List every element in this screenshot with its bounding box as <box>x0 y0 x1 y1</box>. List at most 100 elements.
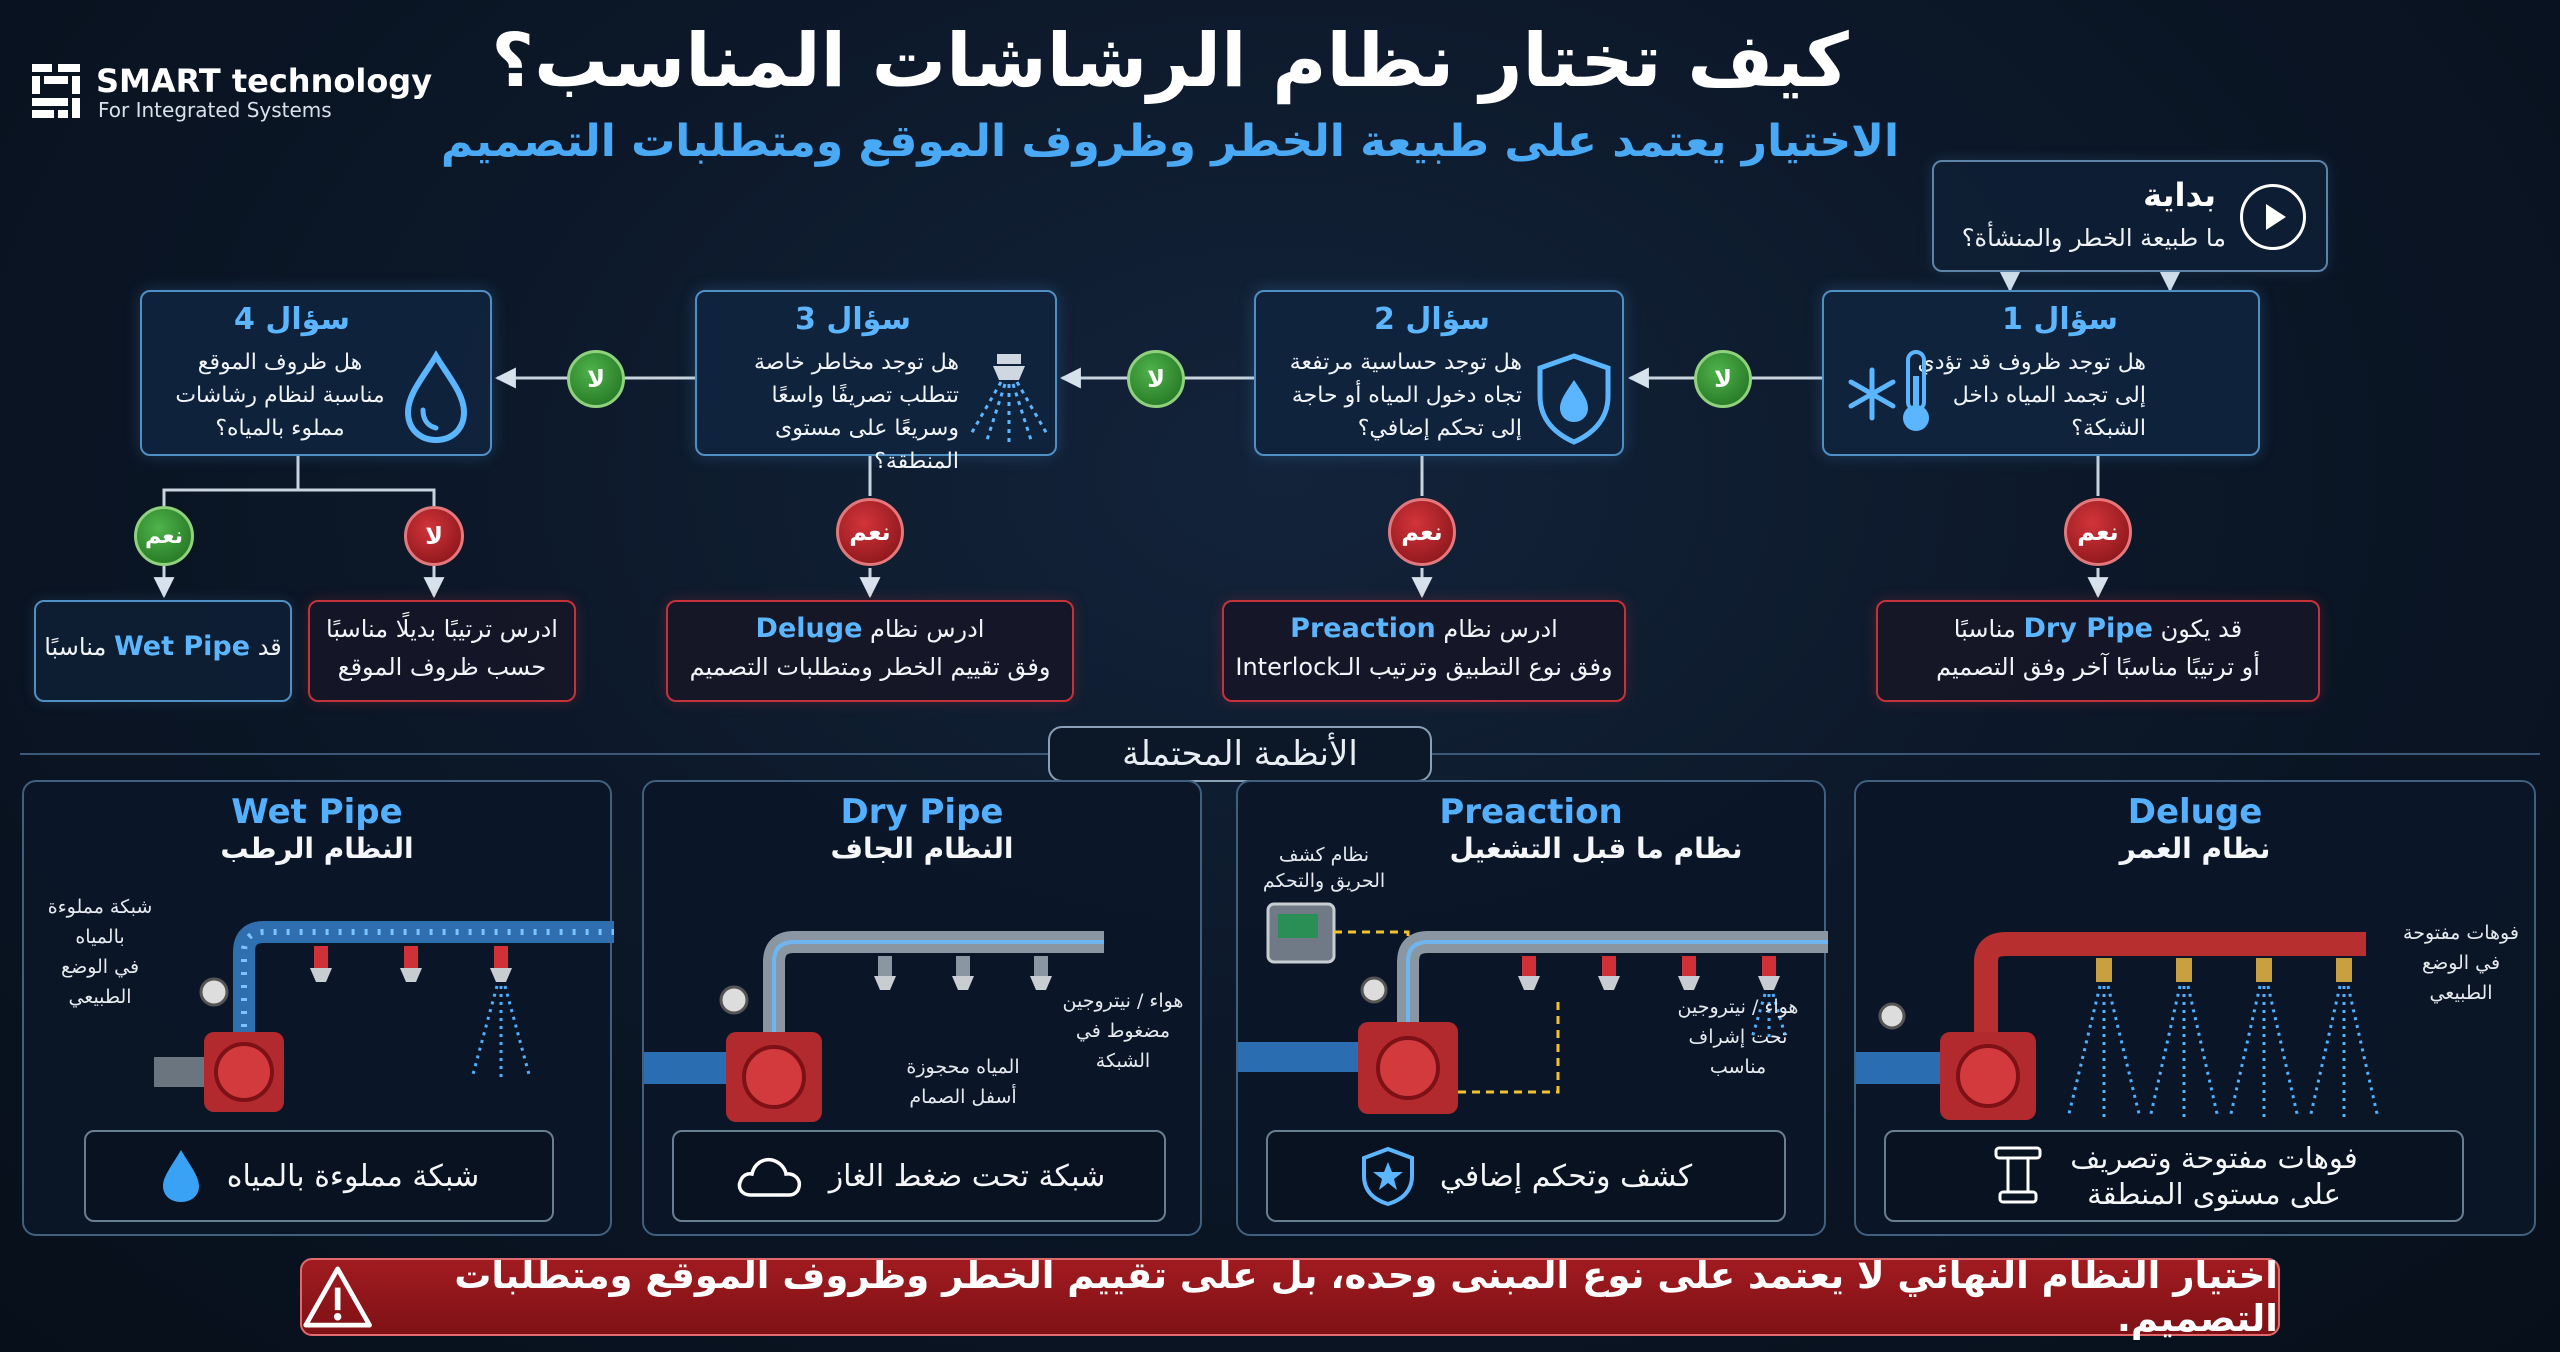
panel-preaction: Preaction نظام ما قبل التشغيل نظام كشف ا… <box>1236 780 1828 1236</box>
warning-banner: اختيار النظام النهائي لا يعتمد على نوع ا… <box>300 1254 2280 1340</box>
dry-note-water: المياه محجوزة أسفل الصمام <box>888 1052 1038 1112</box>
result-deluge-system: Deluge <box>755 613 863 644</box>
dry-subtitle: النظام الجاف <box>830 832 1014 865</box>
preaction-footer-text: كشف وتحكم إضافي <box>1439 1158 1693 1194</box>
dry-footer: شبكة تحت ضغط الغاز <box>672 1130 1166 1222</box>
shield-drop-icon <box>1532 350 1616 446</box>
wet-note-line-4: الطبيعي <box>68 986 132 1008</box>
wet-subtitle: النظام الرطب <box>220 832 414 865</box>
result-deluge: ادرس نظام Deluge وفق تقييم الخطر ومتطلبا… <box>666 600 1074 702</box>
question-2-text: هل توجد حساسية مرتفعة تجاه دخول المياه أ… <box>1289 350 1522 441</box>
no-badge-q1: لا <box>1694 350 1752 408</box>
result-deluge-pre: ادرس نظام <box>870 615 985 643</box>
no-badge-q3: لا <box>567 350 625 408</box>
question-2-box: سؤال 2 هل توجد حساسية مرتفعة تجاه دخول ا… <box>1254 290 1624 456</box>
result-preaction-system: Preaction <box>1290 613 1436 644</box>
result-dry-pre: قد يكون <box>2160 615 2243 643</box>
wet-note-line-1: شبكة مملوءة <box>47 896 153 918</box>
result-wet-system: Wet Pipe <box>113 631 251 662</box>
result-dry-system: Dry Pipe <box>2023 613 2153 644</box>
wet-title: Wet Pipe <box>231 792 403 832</box>
wet-footer-text: شبكة مملوءة بالمياه <box>226 1158 480 1194</box>
preaction-note-air-line-2: تحت إشراف <box>1688 1026 1788 1048</box>
snowflake-thermometer-icon <box>1840 340 1940 440</box>
deluge-note: فوهات مفتوحة في الوضع الطبيعي <box>2386 918 2536 1008</box>
question-1-box: سؤال 1 هل توجد ظروف قد تؤدي إلى تجمد الم… <box>1822 290 2260 456</box>
preaction-note-panel-line-1: نظام كشف <box>1278 844 1370 866</box>
dry-note-water-line-2: أسفل الصمام <box>909 1086 1017 1108</box>
result-alt-line1: ادرس ترتيبًا بديلًا مناسبًا <box>326 615 558 643</box>
brand-logo <box>32 64 80 120</box>
deluge-footer-line-2: على مستوى المنطقة <box>2087 1177 2341 1211</box>
preaction-title: Preaction <box>1439 792 1623 832</box>
wet-pipe-illustration <box>154 921 614 1112</box>
shield-star-icon <box>1361 1146 1414 1206</box>
deluge-note-line-1: فوهات مفتوحة <box>2403 922 2519 944</box>
no-badge-q4: لا <box>404 506 464 566</box>
page-subtitle: الاختيار يعتمد على طبيعة الخطر وظروف الم… <box>440 116 1900 167</box>
open-nozzle-icon <box>1994 1146 2042 1204</box>
dry-note-air-line-2: مضغوط في <box>1075 1020 1171 1042</box>
question-4-text: هل ظروف الموقع مناسبة لنظام رشاشات مملوء… <box>175 350 385 441</box>
result-alternative: ادرس ترتيبًا بديلًا مناسبًا حسب ظروف الم… <box>308 600 576 702</box>
panel-deluge: Deluge نظام الغمر فوهات مفتوحة في الوضع … <box>1854 780 2536 1236</box>
question-4-title: سؤال 4 <box>234 302 350 337</box>
no-badge-q2: لا <box>1127 350 1185 408</box>
sprinkler-spray-icon <box>967 350 1051 446</box>
result-preaction-line2: وفق نوع التطبيق وترتيب الـInterlock <box>1235 653 1613 681</box>
water-drop-icon <box>396 350 476 446</box>
dry-title: Dry Pipe <box>840 792 1004 832</box>
deluge-note-line-2: في الوضع <box>2421 952 2501 974</box>
result-wet-pre: قد <box>257 633 282 661</box>
dry-note-water-line-1: المياه محجوزة <box>906 1056 1020 1078</box>
result-preaction-pre: ادرس نظام <box>1443 615 1558 643</box>
brand-name: SMART technology <box>96 62 433 100</box>
water-drop-icon <box>162 1150 199 1202</box>
preaction-subtitle: نظام ما قبل التشغيل <box>1449 832 1743 865</box>
result-alt-line2: حسب ظروف الموقع <box>337 653 547 681</box>
wet-footer: شبكة مملوءة بالمياه <box>84 1130 554 1222</box>
preaction-note-panel-line-2: الحريق والتحكم <box>1262 870 1386 892</box>
brand-tagline: For Integrated Systems <box>98 98 332 122</box>
result-dry-line2: أو ترتيبًا مناسبًا آخر وفق التصميم <box>1936 653 2260 681</box>
dry-note-air-line-1: هواء / نيتروجين <box>1062 990 1184 1012</box>
deluge-illustration <box>1856 932 2380 1122</box>
deluge-footer-line-1: فوهات مفتوحة وتصريف <box>2070 1141 2358 1175</box>
dry-pipe-illustration <box>644 931 1104 1122</box>
dry-note-air: هواء / نيتروجين مضغوط في الشبكة <box>1048 986 1198 1076</box>
wet-note: شبكة مملوءة بالمياه في الوضع الطبيعي <box>30 892 170 1012</box>
result-wet-post: مناسبًا <box>44 633 107 661</box>
dry-footer-text: شبكة تحت ضغط الغاز <box>828 1158 1106 1194</box>
logo-mark-icon <box>32 64 80 118</box>
question-1-title: سؤال 1 <box>2002 302 2118 337</box>
result-dry-pipe: قد يكون Dry Pipe مناسبًا أو ترتيبًا مناس… <box>1876 600 2320 702</box>
start-title: بداية <box>2143 176 2216 214</box>
preaction-note-air: هواء / نيتروجين تحت إشراف مناسب <box>1658 992 1818 1082</box>
deluge-footer: فوهات مفتوحة وتصريف على مستوى المنطقة <box>1884 1130 2464 1222</box>
yes-badge-q1: نعم <box>2064 498 2132 566</box>
deluge-note-line-3: الطبيعي <box>2429 982 2493 1004</box>
preaction-note-panel: نظام كشف الحريق والتحكم <box>1254 842 1394 894</box>
result-preaction: ادرس نظام Preaction وفق نوع التطبيق وترت… <box>1222 600 1626 702</box>
yes-badge-q3: نعم <box>836 498 904 566</box>
preaction-illustration <box>1238 902 1828 1114</box>
warning-triangle-icon <box>303 1266 372 1328</box>
panel-dry-pipe: Dry Pipe النظام الجاف هواء / نيتروجين مض… <box>642 780 1202 1236</box>
panel-wet-pipe: Wet Pipe النظام الرطب شبكة مملوءة بالميا… <box>22 780 614 1236</box>
yes-badge-q4: نعم <box>134 506 194 566</box>
page-title: كيف تختار نظام الرشاشات المناسب؟ <box>491 18 1849 104</box>
section-label-possible-systems: الأنظمة المحتملة <box>1048 726 1432 782</box>
result-wet-pipe: قد Wet Pipe مناسبًا <box>34 600 292 702</box>
preaction-note-air-line-1: هواء / نيتروجين <box>1677 996 1799 1018</box>
wet-note-line-3: في الوضع <box>60 956 140 978</box>
question-3-text: هل توجد مخاطر خاصة تتطلب تصريفًا واسعًا … <box>754 350 959 474</box>
question-3-title: سؤال 3 <box>795 302 911 337</box>
question-1-text: هل توجد ظروف قد تؤدي إلى تجمد المياه داخ… <box>1917 350 2146 441</box>
play-icon <box>2240 184 2306 250</box>
preaction-footer: كشف وتحكم إضافي <box>1266 1130 1786 1222</box>
start-question: ما طبيعة الخطر والمنشأة؟ <box>1961 224 2226 252</box>
wet-note-line-2: بالمياه <box>75 926 125 948</box>
question-2-title: سؤال 2 <box>1374 302 1490 337</box>
question-3-box: سؤال 3 هل توجد مخاطر خاصة تتطلب تصريفًا … <box>695 290 1057 474</box>
deluge-title: Deluge <box>2127 792 2263 832</box>
